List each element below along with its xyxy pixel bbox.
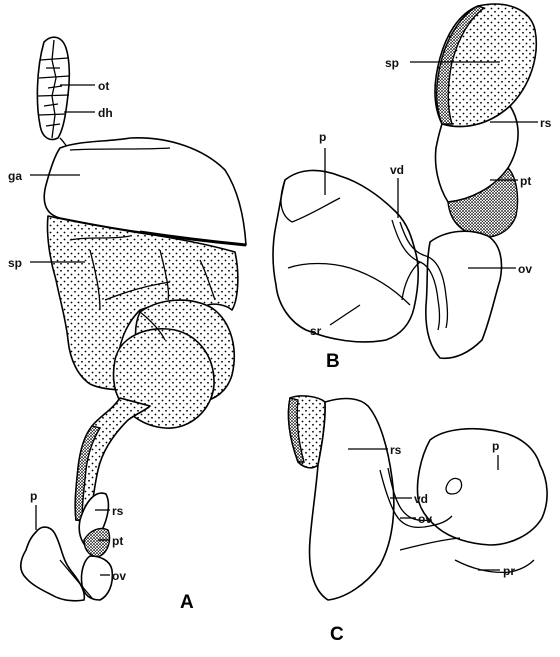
label-pt-b: pt bbox=[520, 174, 531, 188]
label-ot: ot bbox=[98, 79, 109, 93]
label-ov-a: ov bbox=[112, 569, 126, 583]
label-sp-b: sp bbox=[385, 56, 399, 70]
penis-c-shape bbox=[418, 429, 548, 545]
label-pt-a: pt bbox=[112, 534, 123, 548]
label-dh: dh bbox=[98, 106, 113, 120]
label-ov-c: ov bbox=[418, 512, 432, 526]
panel-letter-b: B bbox=[326, 351, 340, 372]
penis-a-shape bbox=[21, 527, 85, 601]
label-rs-b: rs bbox=[540, 116, 552, 130]
label-p-a: p bbox=[30, 489, 37, 503]
label-p-c: p bbox=[492, 439, 499, 453]
panel-letter-a: A bbox=[180, 592, 194, 613]
panel-b-drawing bbox=[273, 4, 536, 358]
label-vd-c: vd bbox=[414, 492, 428, 506]
label-pr-c: pr bbox=[503, 564, 515, 578]
penis-b-shape bbox=[273, 170, 418, 342]
label-p-b: p bbox=[319, 130, 326, 144]
label-rs-c: rs bbox=[390, 443, 402, 457]
label-sr-b: sr bbox=[310, 324, 322, 338]
label-rs-a: rs bbox=[112, 504, 124, 518]
oviduct-a-shape bbox=[81, 556, 112, 600]
label-ov-b: ov bbox=[518, 262, 532, 276]
panel-letter-c: C bbox=[330, 624, 344, 645]
panel-a-drawing bbox=[21, 37, 246, 601]
label-vd-b: vd bbox=[390, 163, 404, 177]
label-ga: ga bbox=[8, 169, 22, 183]
label-sp-a: sp bbox=[8, 256, 22, 270]
